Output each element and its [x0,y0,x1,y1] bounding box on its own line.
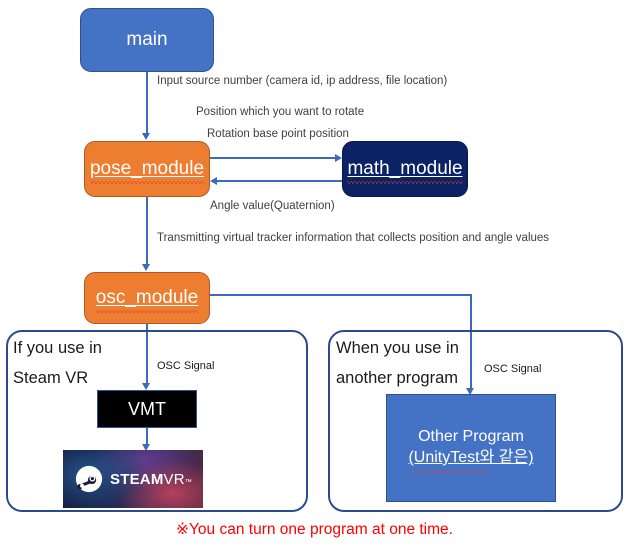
label-osc-signal-left: OSC Signal [157,360,215,372]
connector-vmt-to-steamvr-line [146,428,148,446]
connector-pose-to-osc-arrow [142,264,150,271]
module-box-math[interactable]: math_module [342,141,468,197]
container-steamvr [6,330,308,512]
connector-osc-to-other-vertical [470,294,472,390]
other-program-line2: (UnityTest와 같은) [408,448,534,474]
edge-label-angle-value: Angle value(Quaternion) [210,200,335,212]
container-steamvr-title-line2: Steam VR [13,369,89,387]
other-program-line1: Other Program [418,428,524,446]
footer-note: ※You can turn one program at one time. [176,521,453,538]
connector-osc-to-vmt-line [146,324,148,384]
module-label-main: main [126,28,168,50]
steamvr-trademark: ™ [184,478,192,486]
edge-label-transmitting-tracker: Transmitting virtual tracker information… [157,232,550,244]
container-other-program [328,330,623,512]
vmt-label: VMT [128,398,166,419]
connector-main-to-pose-arrow [142,133,150,140]
connector-pose-to-math-arrow [335,154,342,162]
connector-osc-to-other-horizontal [210,294,472,296]
connector-math-to-pose-line [216,180,342,182]
connector-pose-to-osc-line [146,197,148,265]
connector-vmt-to-steamvr-arrow [142,444,150,451]
connector-osc-to-other-arrow [466,388,474,395]
edge-label-position-rotate: Position which you want to rotate [196,106,365,118]
edge-label-main-to-pose: Input source number (camera id, ip addre… [157,75,448,87]
label-osc-signal-right: OSC Signal [484,363,542,375]
container-other-title-line2: another program [336,369,458,387]
module-box-main[interactable]: main [80,8,214,72]
connector-osc-to-vmt-arrow [142,383,150,390]
module-label-osc: osc_module [95,286,199,314]
module-label-pose: pose_module [89,157,205,185]
vmt-box[interactable]: VMT [97,390,197,428]
module-box-pose[interactable]: pose_module [84,141,210,197]
container-other-title-line1: When you use in [336,339,459,357]
connector-pose-to-math-line [210,157,336,159]
module-label-math: math_module [347,157,463,185]
steamvr-word-bold: STEAM [110,470,164,488]
other-program-box[interactable]: Other Program (UnityTest와 같은) [386,394,556,502]
steamvr-word-thin: VR [163,470,185,488]
module-box-osc[interactable]: osc_module [84,272,210,324]
connector-math-to-pose-arrow [210,177,217,185]
container-steamvr-title-line1: If you use in [13,339,102,357]
edge-label-rotation-base-point: Rotation base point position [207,128,349,140]
steam-logo-icon [75,465,103,493]
connector-main-to-pose-line [146,72,148,134]
